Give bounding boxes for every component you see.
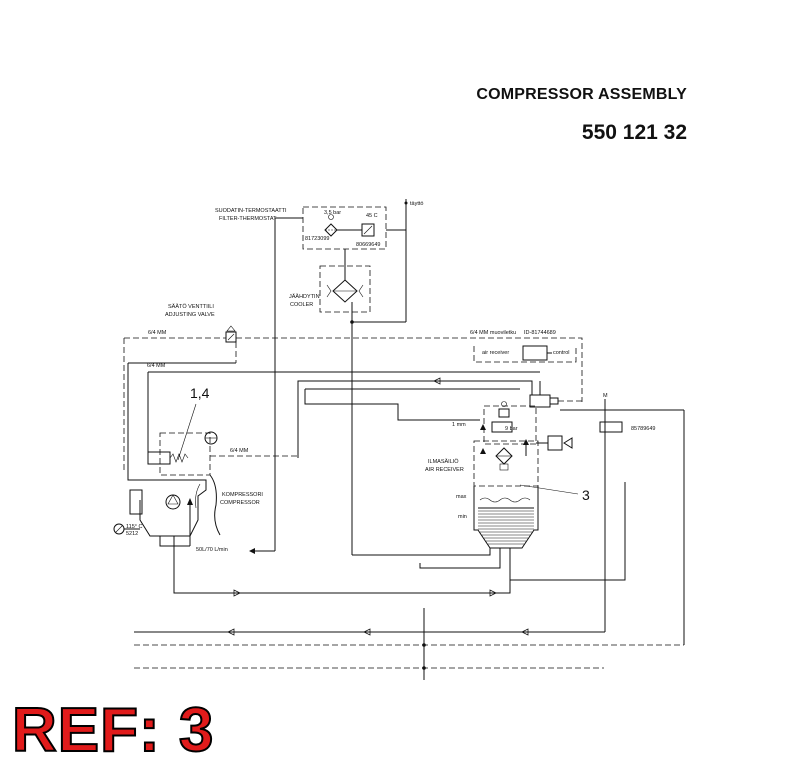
air-receiver-fi-label: ILMASÄILIÖ — [428, 458, 459, 465]
cooler-fi-label: JÄÄHDYTIN — [289, 293, 320, 300]
filter-thermostat-fi-label: SUODATIN-TERMOSTAATTI — [215, 208, 287, 214]
part-number: 550 121 32 — [581, 121, 687, 144]
receiver-filter-icon — [495, 447, 513, 471]
control-label: control — [553, 350, 570, 356]
temperature-gauge-icon — [113, 523, 125, 535]
flow-label: 50L/70 L/min — [196, 547, 228, 553]
part-81744689-label: ID-81744689 — [524, 330, 556, 336]
compressor-filter-icon — [204, 431, 218, 445]
air-receiver-small-label: air receiver — [482, 350, 509, 356]
part-81723099-label: 81723099 — [305, 236, 329, 242]
cooler-en-label: COOLER — [290, 302, 313, 308]
temp-115-label: 115° C — [126, 524, 142, 530]
control-valve-icon — [522, 345, 548, 361]
part-5212-label: 5212 — [126, 531, 138, 537]
regulator-box — [159, 432, 211, 476]
drain-valve-icon — [599, 421, 623, 433]
cooler-box — [319, 265, 371, 313]
air-receiver-box — [473, 405, 539, 549]
callout-3: 3 — [582, 487, 590, 503]
nine-bar-label: 9 bar — [505, 426, 518, 432]
compressor-body — [129, 474, 221, 546]
thermostat-valve-icon — [361, 223, 375, 237]
adjusting-valve-fi-label: SÄÄTÖ VENTTIILI — [168, 303, 214, 310]
filter-thermostat-en-label: FILTER-THERMOSTAT — [219, 216, 277, 222]
ref-label: REF: 3 — [11, 696, 215, 765]
callout-1-4: 1,4 — [190, 385, 210, 401]
part-85789649-label: 85789649 — [631, 426, 655, 432]
min-level-label: min — [458, 514, 467, 520]
regulator-valve-icon — [147, 451, 189, 465]
receiver-valve-icon — [529, 394, 551, 408]
adjusting-valve-en-label: ADJUSTING VALVE — [165, 312, 215, 318]
part-80669649-label: 80669649 — [356, 242, 380, 248]
m-label: M — [603, 393, 608, 399]
pipe-6mm-a-label: 6/4 MM — [148, 330, 167, 336]
compressor-fi-label: KOMPRESSORI — [222, 492, 263, 498]
cooler-icon — [326, 279, 364, 303]
filter-icon — [324, 214, 338, 237]
temp-45-label: 45 C — [366, 213, 378, 219]
page-title: COMPRESSOR ASSEMBLY — [476, 86, 687, 103]
compressor-en-label: COMPRESSOR — [220, 500, 260, 506]
pipe-6mm-b-label: 6/4 MM — [147, 363, 166, 369]
one-mm-label: 1 mm — [452, 422, 466, 428]
pipe-6mm-c-label: 6/4 MM — [230, 448, 249, 454]
pressure-35-label: 3,5 bar — [324, 210, 341, 216]
pipe-6mm-muovi-label: 6/4 MM muoviletku — [470, 330, 516, 336]
air-receiver-en-label: AIR RECEIVER — [425, 467, 464, 473]
max-level-label: max — [456, 494, 467, 500]
safety-valve-icon — [491, 401, 513, 433]
pressure-switch-icon — [547, 435, 563, 451]
fill-label: täyttö — [410, 201, 423, 207]
adjusting-valve-icon — [225, 325, 237, 343]
